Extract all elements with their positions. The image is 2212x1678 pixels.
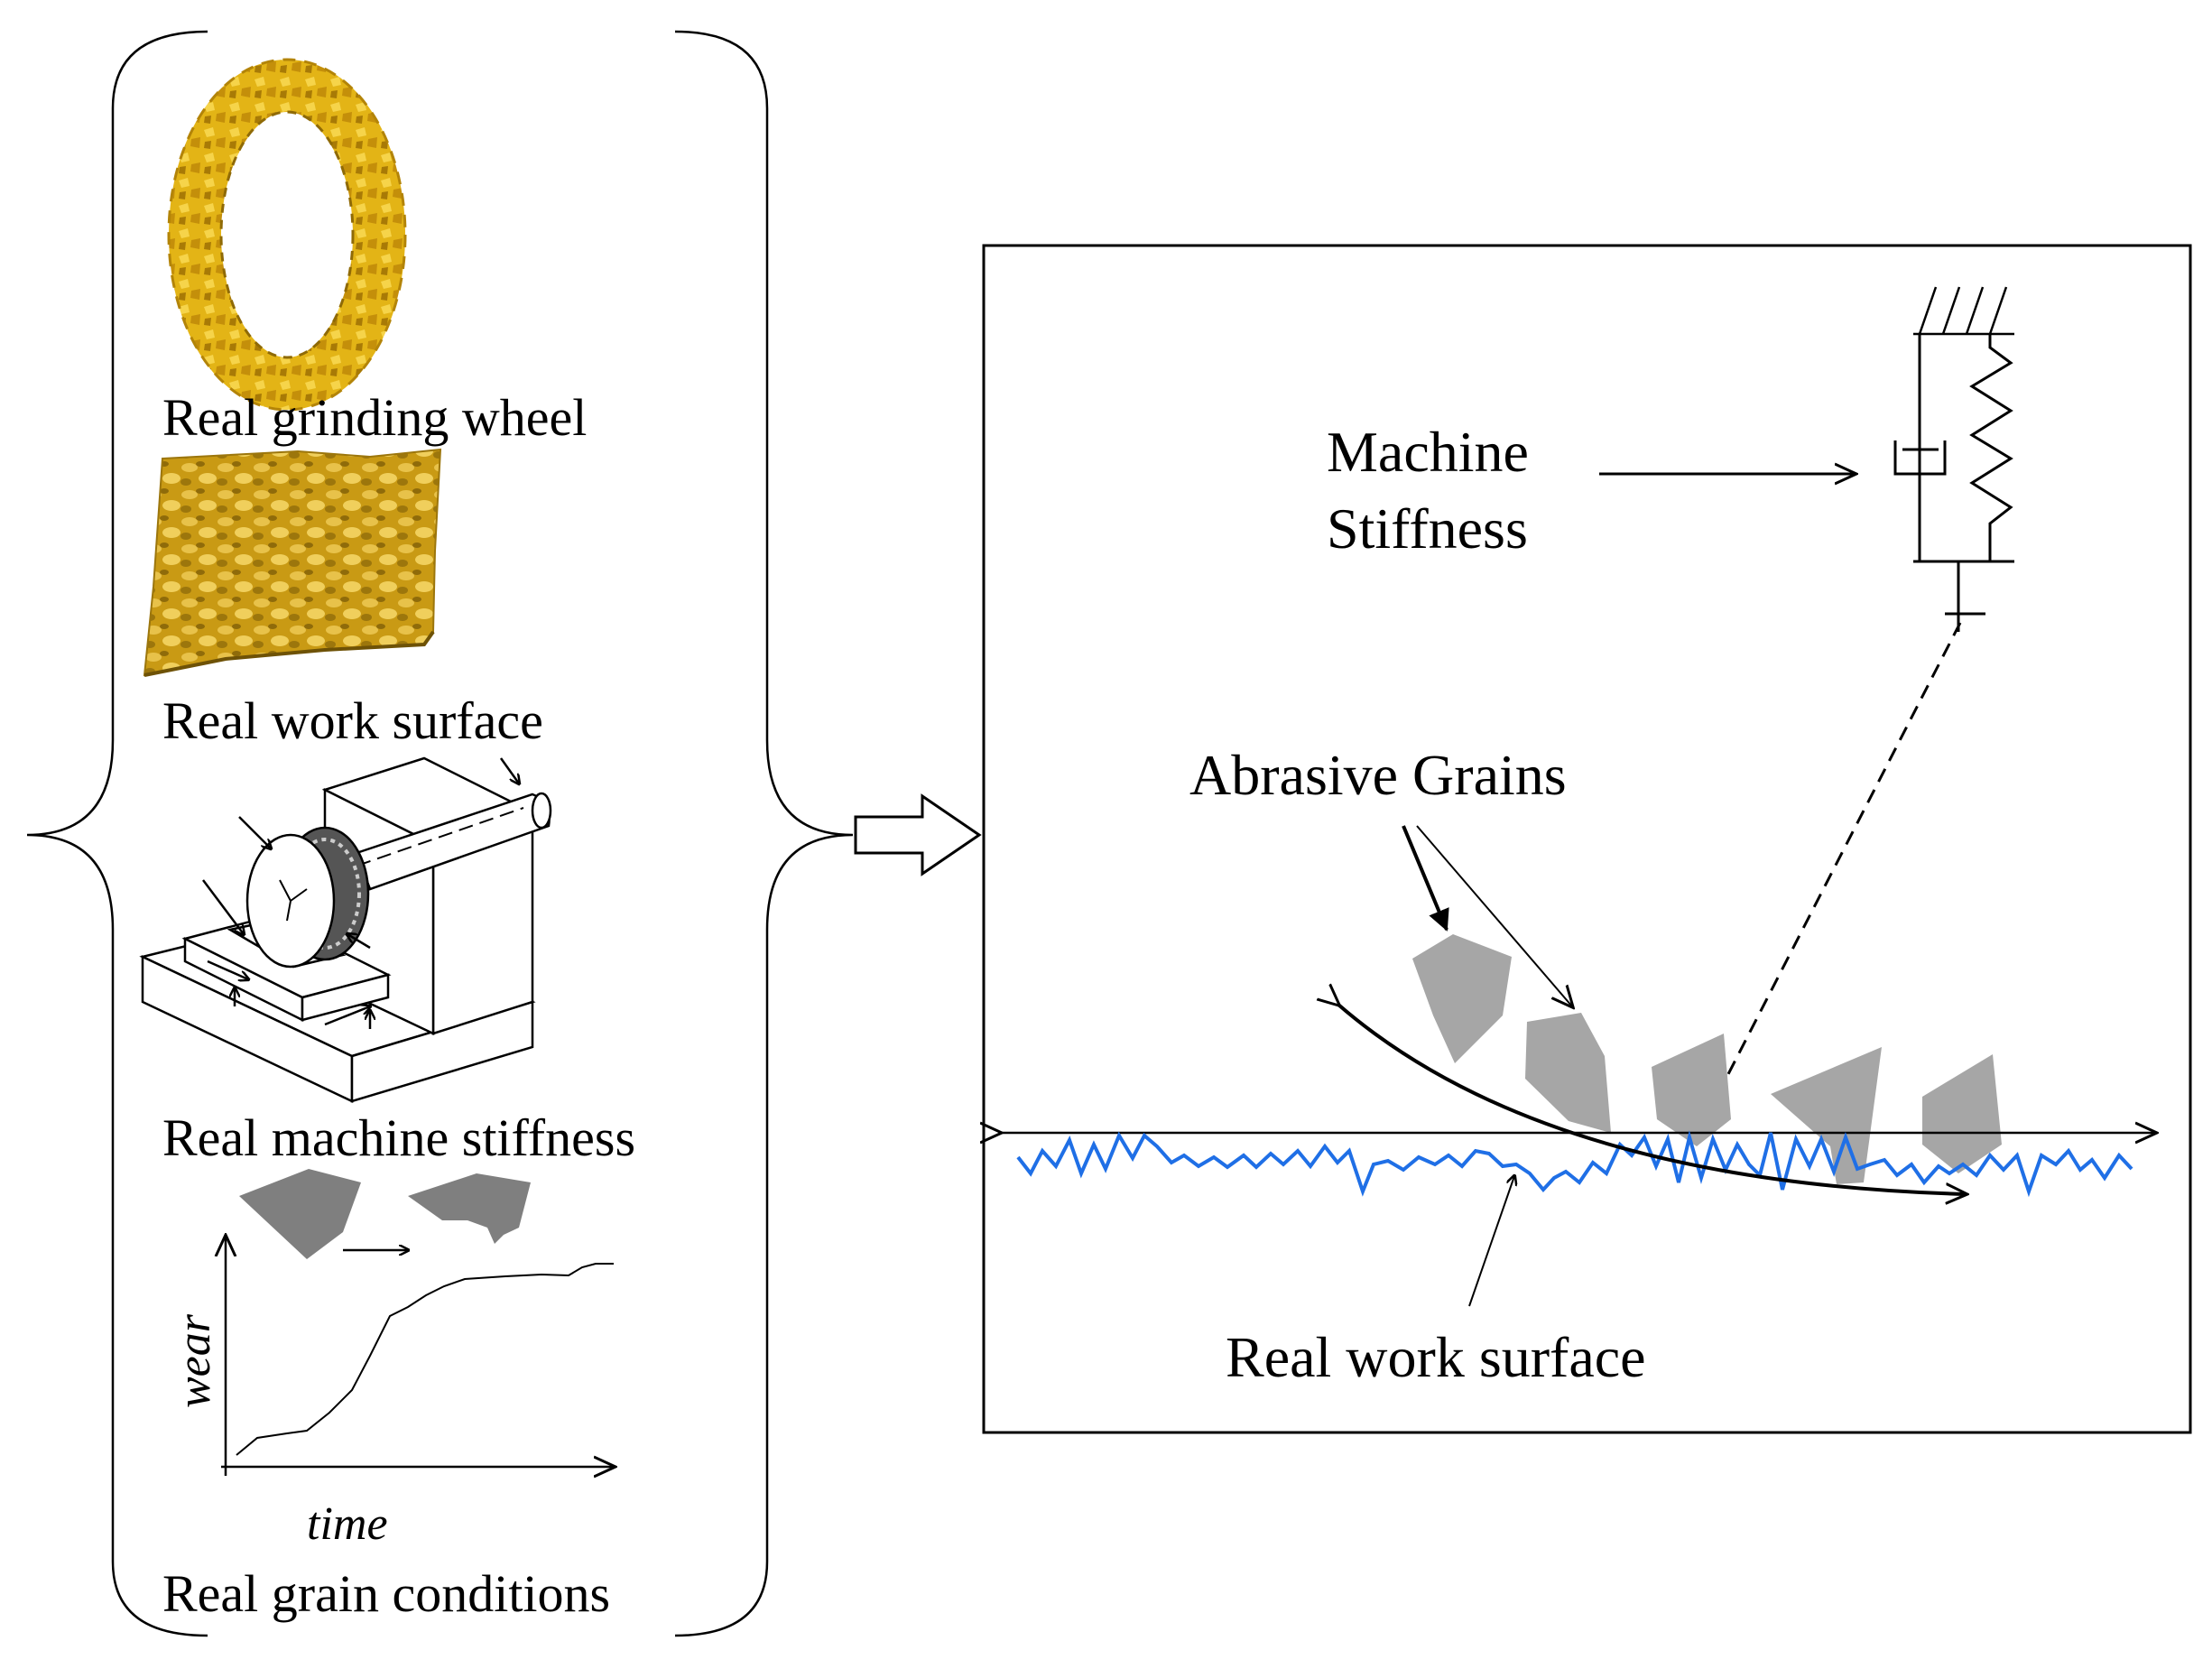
label-machine: Machine	[1327, 420, 1529, 484]
damper-icon	[1893, 424, 1947, 476]
label-real-grinding-wheel: Real grinding wheel	[162, 388, 587, 447]
grinding-wheel-ring-icon	[167, 58, 407, 412]
label-real-work-surface-right: Real work surface	[1226, 1325, 1646, 1389]
grain	[1771, 1047, 1882, 1184]
right-brace	[674, 30, 854, 1637]
grain	[1525, 1013, 1611, 1133]
ground-hatch	[1913, 286, 2014, 336]
spring-damper-assembly	[1893, 334, 2014, 632]
work-surface-patch-icon	[143, 448, 442, 677]
grain-pointer-2	[1416, 825, 1572, 1006]
grain-before-wear	[239, 1169, 361, 1259]
label-real-grain-conditions: Real grain conditions	[162, 1564, 610, 1623]
grain	[1652, 1034, 1731, 1146]
left-brace	[26, 30, 208, 1637]
surface-leader-line	[1468, 1176, 1514, 1307]
label-real-work-surface-left: Real work surface	[162, 691, 543, 750]
label-stiffness: Stiffness	[1327, 496, 1528, 561]
hollow-arrow-icon	[854, 793, 982, 876]
wear-axis-label: wear	[169, 1313, 220, 1408]
abrasive-grains	[1412, 934, 2002, 1184]
time-axis-label: time	[307, 1498, 388, 1550]
wear-time-plot: wear time	[169, 1237, 614, 1550]
grinding-machine-icon	[139, 756, 552, 1103]
model-box	[982, 244, 2192, 1434]
label-abrasive-grains: Abrasive Grains	[1189, 743, 1567, 807]
grain	[1412, 934, 1512, 1063]
grain-pointer-1	[1402, 825, 1449, 932]
grain-after-wear	[408, 1173, 531, 1244]
spring-icon	[1969, 334, 2013, 561]
label-real-machine-stiffness: Real machine stiffness	[162, 1108, 635, 1167]
wear-curve	[236, 1263, 614, 1456]
grain-motion-arc	[1338, 1005, 1966, 1194]
stiffness-link-arrow	[1695, 622, 1962, 1139]
